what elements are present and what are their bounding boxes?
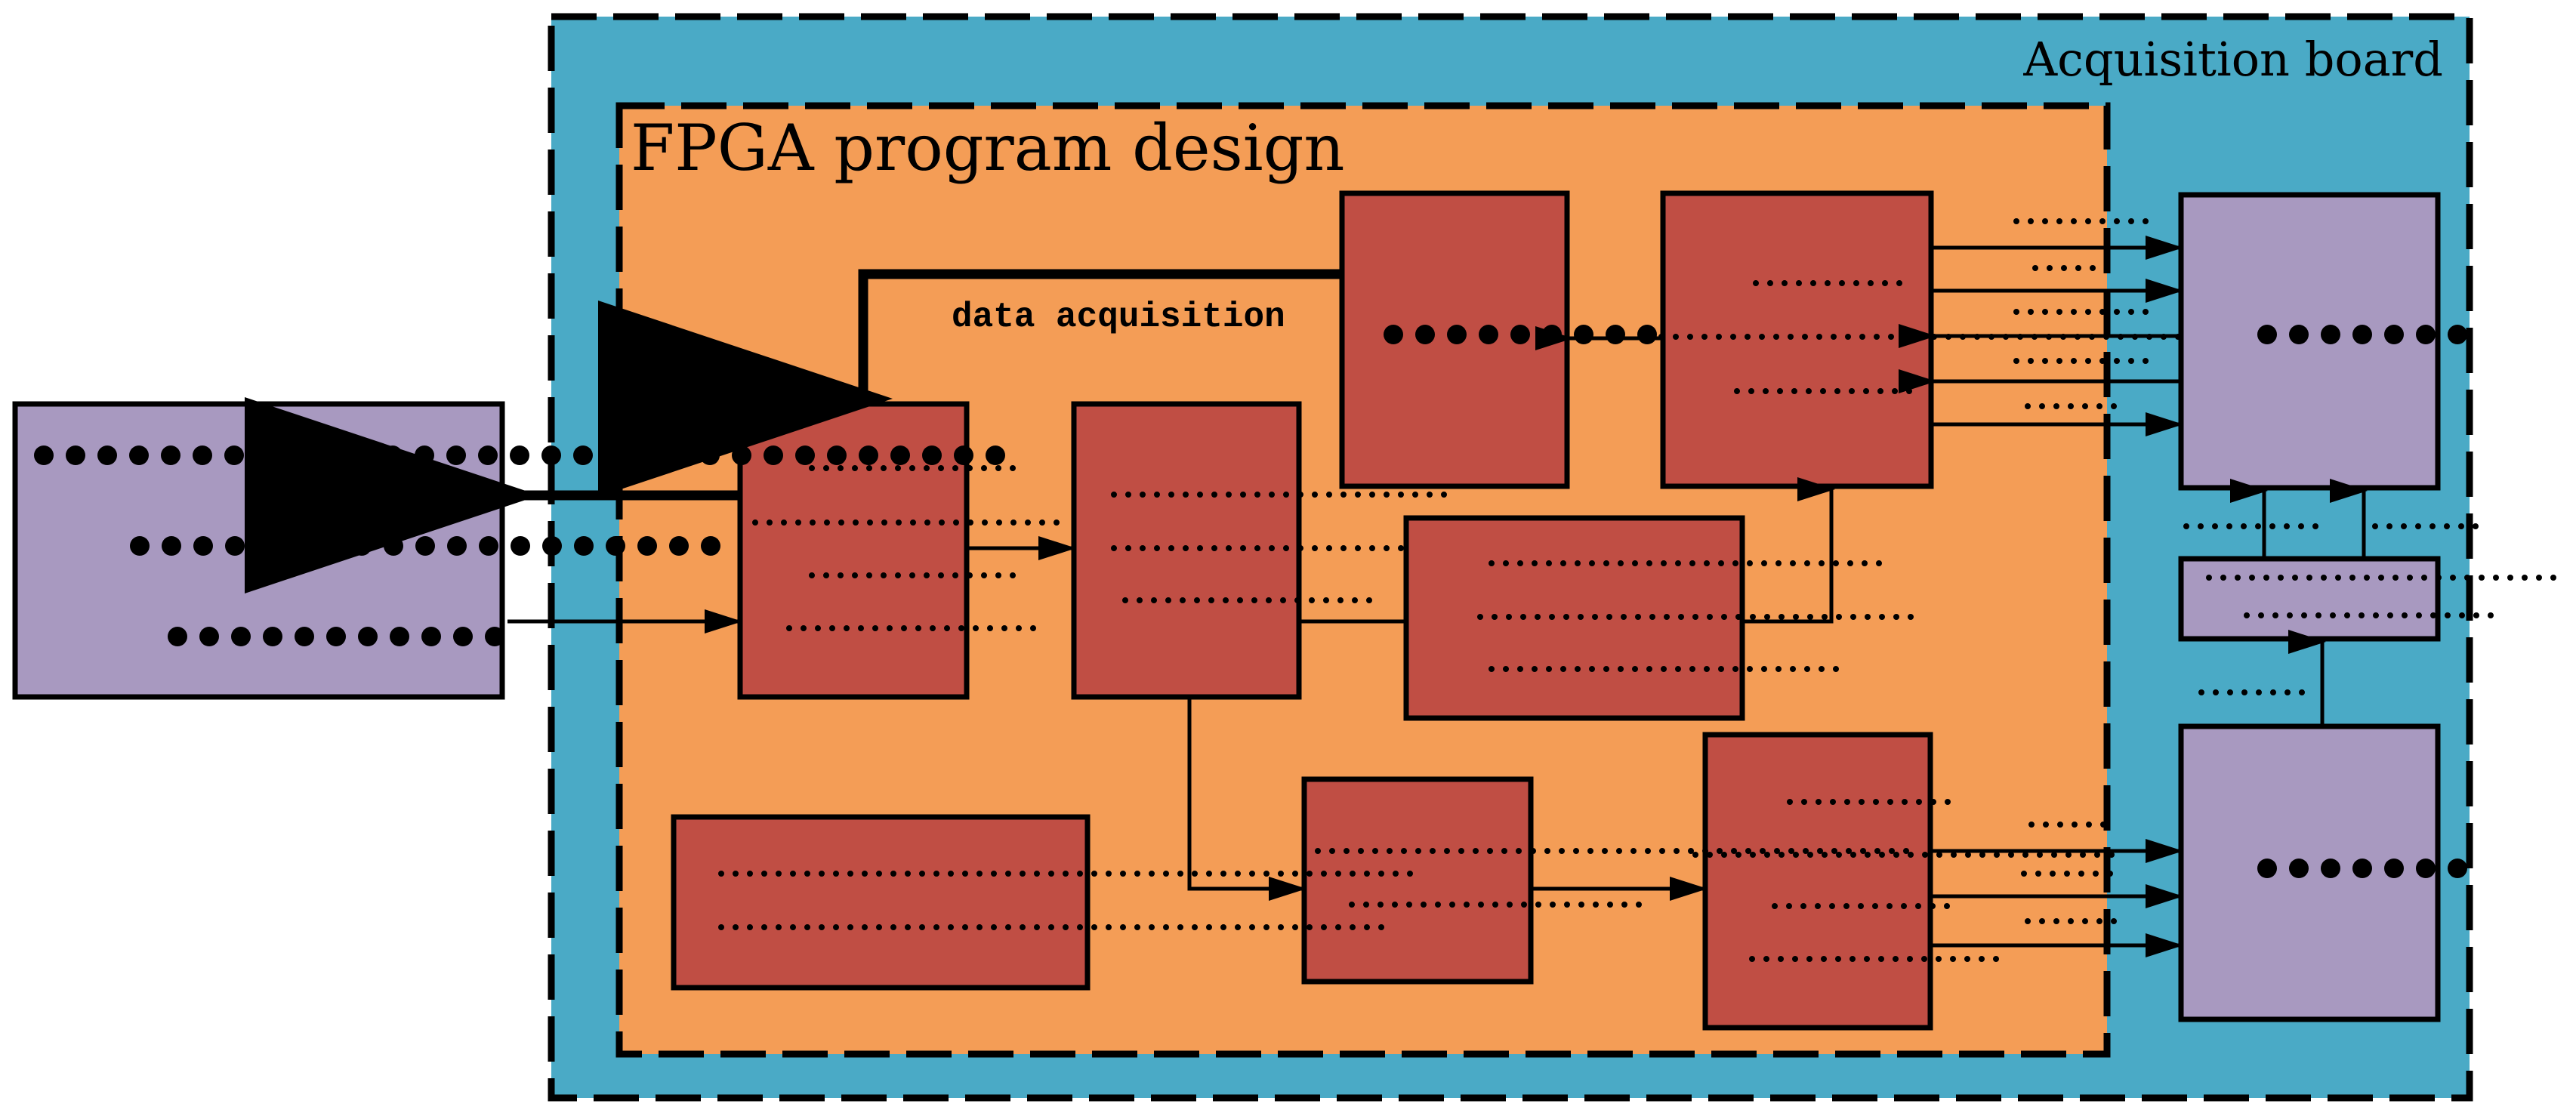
middle-to-controller-arrow [1742,477,1835,624]
processing-to-lower-arrow [1187,697,1307,901]
module-clock [671,814,1091,991]
external-device-middle [2178,556,2441,642]
module-controller-bottom [1702,732,1933,1031]
module-controller-top [1660,190,1934,489]
acquisition-board-label: Acquisition board [2022,32,2443,87]
signal-placeholder-dots [34,218,2567,962]
data-acquisition-arrow [598,269,1342,497]
fpga-region-label: FPGA program design [631,111,1344,185]
data-acquisition-label: data acquisition [952,297,1285,337]
module-middle [1403,515,1745,721]
module-lower-middle [1301,776,1534,985]
